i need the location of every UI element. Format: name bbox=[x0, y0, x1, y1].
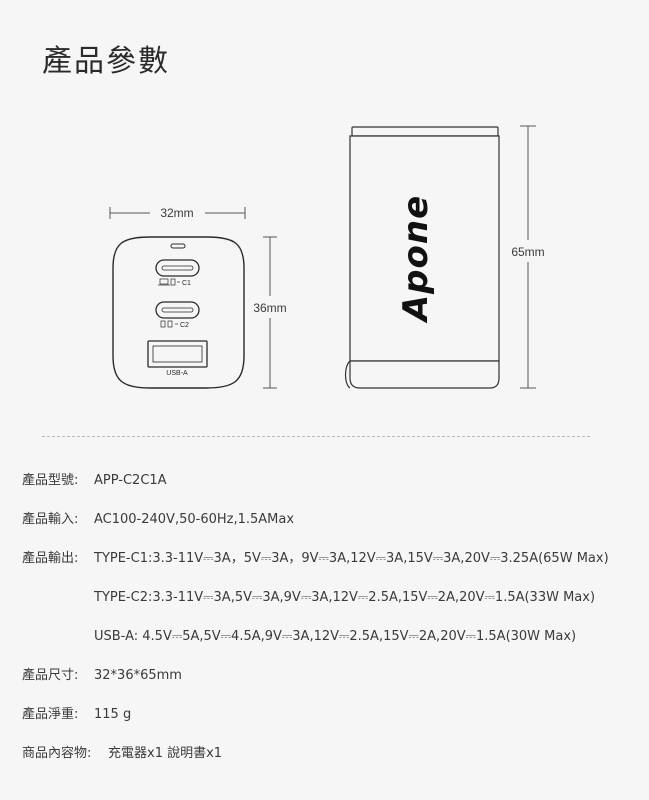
spec-row-weight: 產品淨重: 115 g bbox=[22, 704, 131, 726]
spec-label: 產品輸出: bbox=[22, 551, 79, 566]
charger-front-view: C1 C2 USB-A bbox=[112, 236, 245, 389]
spec-row-size: 產品尺寸: 32*36*65mm bbox=[22, 665, 182, 687]
spec-value-usb-a: USB-A: 4.5V⎓5A,5V⎓4.5A,9V⎓3A,12V⎓2.5A,15… bbox=[94, 629, 577, 644]
port-a-label: USB-A bbox=[166, 370, 188, 377]
spec-value: AC100-240V,50-60Hz,1.5AMax bbox=[94, 512, 295, 527]
spec-row-model: 產品型號: APP-C2C1A bbox=[22, 470, 167, 492]
spec-label: 產品輸入: bbox=[22, 512, 79, 527]
spec-value-type-c2: TYPE-C2:3.3-11V⎓3A,5V⎓3A,9V⎓3A,12V⎓2.5A,… bbox=[94, 590, 596, 605]
product-dimension-figure: 32mm C1 C2 USB-A 36mm bbox=[109, 125, 545, 389]
spec-value: 115 g bbox=[94, 707, 132, 722]
brand-logo: Apone bbox=[396, 195, 436, 324]
spec-value: 32*36*65mm bbox=[94, 668, 182, 683]
port-c2-label: C2 bbox=[180, 322, 189, 329]
width-dimension: 32mm bbox=[109, 206, 246, 220]
phone-icon bbox=[160, 320, 166, 328]
spec-row-output: 產品輸出: TYPE-C1:3.3-11V⎓3A，5V⎓3A，9V⎓3A,12V⎓… bbox=[22, 548, 609, 570]
charger-side-view: Apone bbox=[344, 126, 500, 389]
depth-dimension: 36mm bbox=[253, 236, 287, 389]
spec-label: 產品淨重: bbox=[22, 707, 79, 722]
earbuds-icon bbox=[167, 320, 173, 328]
height-dimension: 65mm bbox=[511, 125, 545, 389]
phone-icon bbox=[170, 278, 176, 286]
usb-c2-port bbox=[155, 301, 200, 319]
section-divider bbox=[42, 436, 590, 437]
spec-row-input: 產品輸入: AC100-240V,50-60Hz,1.5AMax bbox=[22, 509, 294, 531]
spec-row-contents: 商品內容物: 充電器x1 說明書x1 bbox=[22, 743, 222, 765]
usb-a-port bbox=[147, 340, 208, 368]
spec-value-type-c1: TYPE-C1:3.3-11V⎓3A，5V⎓3A，9V⎓3A,12V⎓3A,15… bbox=[94, 551, 609, 566]
depth-label: 36mm bbox=[253, 301, 286, 315]
laptop-icon bbox=[158, 278, 170, 286]
height-label: 65mm bbox=[511, 245, 544, 259]
usb-c1-port bbox=[155, 259, 200, 277]
svg-text:Apone: Apone bbox=[396, 195, 436, 324]
port-c1-label: C1 bbox=[182, 280, 191, 287]
spec-value: APP-C2C1A bbox=[94, 473, 167, 488]
spec-label: 產品型號: bbox=[22, 473, 79, 488]
spec-label: 商品內容物: bbox=[22, 746, 92, 761]
width-label: 32mm bbox=[160, 206, 193, 220]
spec-label: 產品尺寸: bbox=[22, 668, 79, 683]
spec-value: 充電器x1 說明書x1 bbox=[108, 746, 223, 761]
page-title: 產品參數 bbox=[42, 44, 170, 79]
led-indicator bbox=[170, 243, 186, 249]
